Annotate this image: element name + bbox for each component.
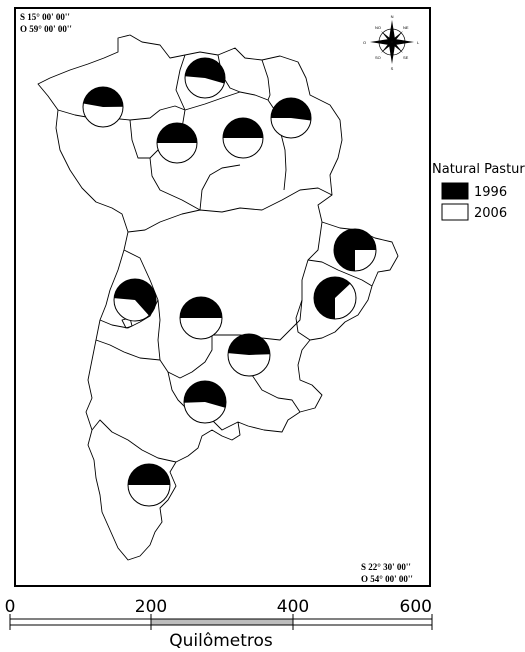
corner-lat-bottom-right: S 22° 30' 00'' (361, 562, 411, 572)
scale-bar: 0 200 400 600 Quilômetros (5, 597, 433, 651)
scale-title: Quilômetros (169, 631, 273, 651)
pie-1996-slice (228, 333, 270, 355)
scale-tick-label: 0 (5, 597, 16, 617)
scale-tick-label: 200 (135, 597, 167, 617)
pie-1996-slice (223, 118, 263, 138)
pie-1996-slice (314, 277, 351, 319)
pie-1996-slice (184, 381, 227, 408)
map-frame (14, 7, 431, 587)
scale-tick-label: 600 (400, 597, 432, 617)
legend-label-2006: 2006 (474, 206, 507, 221)
corner-lat-top-left: S 15° 00' 00'' (20, 12, 70, 22)
pie-1996-slice (180, 297, 222, 318)
pie-symbols (82, 57, 377, 507)
compass-letter: NO (375, 25, 381, 30)
outer-boundary (37, 34, 399, 561)
pie-1996-slice (271, 97, 311, 121)
compass-letter: N (391, 14, 394, 19)
legend-label-1996: 1996 (474, 185, 507, 200)
pie-1996-slice (185, 57, 226, 84)
legend-title: Natural Pasture (432, 162, 525, 177)
legend-swatch-1996 (441, 182, 469, 200)
corner-lon-top-left: O 59° 00' 00'' (20, 24, 72, 34)
compass-letter: NE (403, 25, 409, 30)
compass-letter: O (363, 40, 366, 45)
compass-letter: SE (403, 55, 409, 60)
compass-rose-icon: N S L O NE NO SE SO (363, 14, 420, 71)
compass-letter: S (391, 66, 394, 71)
pie-1996-slice (114, 279, 156, 316)
scale-tick-label: 400 (277, 597, 309, 617)
pie-1996-slice (83, 87, 123, 107)
pie-1996-slice (157, 123, 197, 143)
legend: Natural Pasture 1996 2006 (432, 162, 525, 221)
compass-letter: L (417, 40, 420, 45)
pie-1996-slice (334, 229, 376, 271)
compass-letter: SO (375, 55, 381, 60)
pie-1996-slice (128, 464, 170, 485)
corner-lon-bottom-right: O 54° 00' 00'' (361, 574, 413, 584)
legend-swatch-2006 (441, 203, 469, 221)
